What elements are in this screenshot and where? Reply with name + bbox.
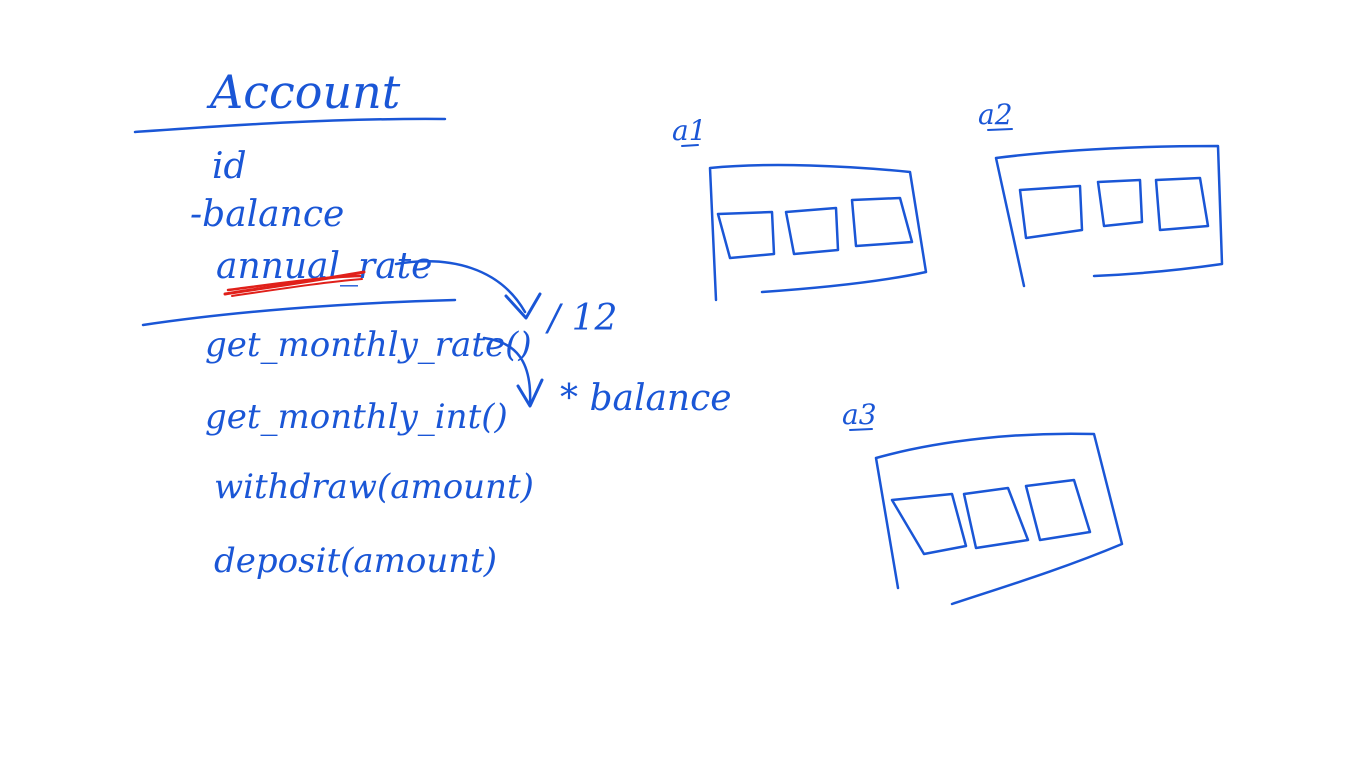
object-a3: a3 xyxy=(842,398,1124,606)
class-name-divider xyxy=(133,117,447,134)
attribute-annual-rate: annual_rate xyxy=(216,246,432,287)
object-label: a2 xyxy=(978,98,1013,131)
highlight-underline xyxy=(223,270,366,297)
method-get-monthly-rate: get_monthly_rate() xyxy=(205,325,532,365)
arrow-monthly-rate-to-multiply xyxy=(482,336,532,406)
arrow-head-multiply xyxy=(516,378,544,408)
object-box xyxy=(994,144,1224,288)
object-box xyxy=(874,432,1124,606)
field-box xyxy=(1018,184,1084,240)
field-box xyxy=(784,206,840,256)
annotations: / 12 * balance xyxy=(394,260,732,419)
field-box xyxy=(1154,176,1210,232)
arrow-head-divide xyxy=(504,292,542,320)
attribute-id: id xyxy=(212,146,247,187)
object-label: a1 xyxy=(672,114,707,147)
attribute-balance: -balance xyxy=(190,194,344,235)
annotation-multiply: * balance xyxy=(560,378,732,419)
method-deposit: deposit(amount) xyxy=(214,541,497,581)
field-box xyxy=(1024,478,1092,542)
annotation-divide: / 12 xyxy=(545,298,617,339)
field-box xyxy=(1096,178,1144,228)
field-box xyxy=(890,492,968,556)
method-withdraw: withdraw(amount) xyxy=(214,467,534,507)
class-name: Account xyxy=(206,65,401,119)
object-box xyxy=(708,163,928,302)
object-a2: a2 xyxy=(978,98,1224,288)
attributes-methods-divider xyxy=(141,298,457,327)
object-label-underline xyxy=(681,144,699,147)
field-box xyxy=(962,486,1030,550)
object-label-underline xyxy=(987,128,1013,131)
object-label-underline xyxy=(849,428,873,431)
method-get-monthly-int: get_monthly_int() xyxy=(205,397,508,437)
object-a1: a1 xyxy=(672,114,928,302)
field-box xyxy=(716,210,776,260)
arrow-rate-to-divide xyxy=(394,260,527,314)
field-box xyxy=(850,196,914,248)
object-label: a3 xyxy=(842,398,877,431)
class-diagram: Account id -balance annual_rate get_mont… xyxy=(133,65,534,581)
